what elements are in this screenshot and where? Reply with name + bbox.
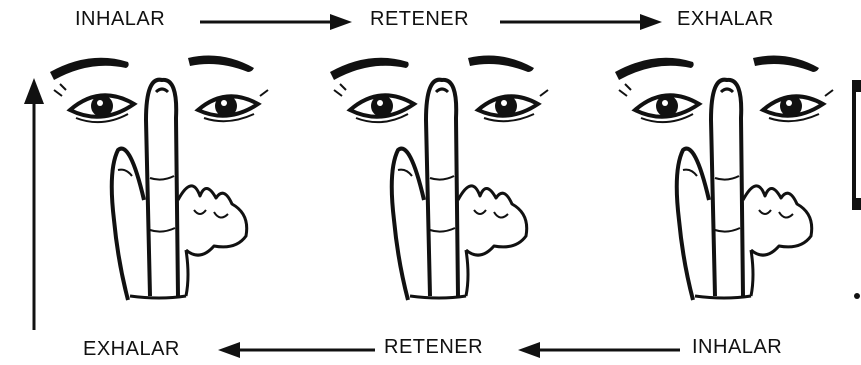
face-panel-left xyxy=(50,56,268,300)
arrow-left-icon xyxy=(518,342,680,358)
arrow-right-icon xyxy=(200,14,352,30)
face-panel-center xyxy=(330,56,548,300)
partial-frame-edge xyxy=(852,80,861,299)
face-panel-right xyxy=(615,56,833,300)
arrow-left-icon xyxy=(218,342,375,358)
arrow-right-icon xyxy=(500,14,662,30)
arrow-up-icon xyxy=(24,78,44,330)
